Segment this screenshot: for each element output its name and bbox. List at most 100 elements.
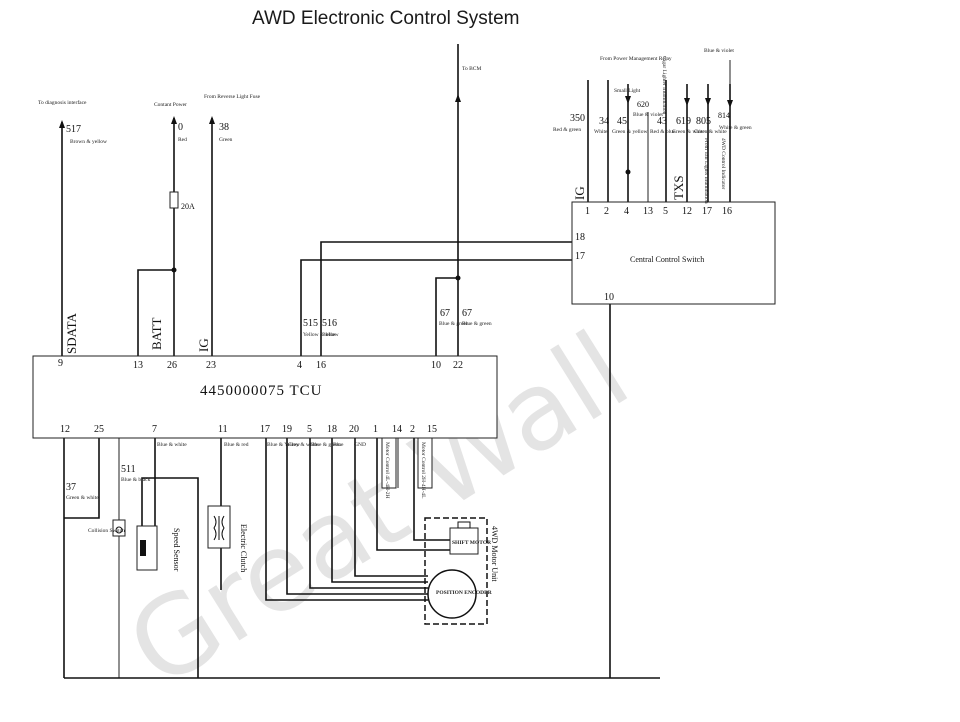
label-p5-color: Blue & green (311, 442, 341, 448)
arrow-805 (705, 98, 711, 106)
label-814-desc: 4WD Control Indicator (720, 138, 726, 189)
label-relay: From Power Management Relay (600, 56, 672, 62)
label-fuse: 20A (181, 202, 195, 211)
label-350-color: Red & green (553, 127, 581, 133)
ccs-pin-name-txs: TXS (671, 175, 686, 200)
label-620-color: Blue & violet (633, 112, 663, 118)
tcu-pin-name-batt: BATT (149, 317, 164, 350)
label-517-color: Brown & yellow (70, 139, 107, 145)
arrow-45 (625, 96, 631, 104)
ccs-pin-2: 2 (604, 206, 609, 217)
label-0: 0 (178, 122, 183, 133)
label-38-color: Green (219, 137, 233, 143)
node-45 (625, 169, 631, 175)
label-805: 805 (696, 116, 711, 127)
tcu-pin-10: 10 (431, 360, 441, 371)
label-p20-color: GND (354, 442, 366, 448)
tcu-pin-7: 7 (152, 424, 157, 435)
tcu-pin-18: 18 (327, 424, 337, 435)
label-34: 34 (599, 116, 609, 127)
ccs-side-pin-17: 17 (575, 251, 585, 262)
tcu-pin-12: 12 (60, 424, 70, 435)
tcu-model: 4450000075 TCU (200, 383, 322, 399)
fuse-20a (169, 191, 179, 209)
label-bv: Blue & violet (704, 48, 734, 54)
arrow-619 (684, 98, 690, 106)
diagram-title: AWD Electronic Control System (252, 8, 519, 29)
arrow-const (171, 116, 177, 124)
ccs-bottom-pin-10: 10 (604, 292, 614, 303)
label-814: 814 (718, 111, 730, 120)
ccs-pin-13: 13 (643, 206, 653, 217)
tcu-pin-15: 15 (427, 424, 437, 435)
label-805-desc: From Tail Lights Illumination (703, 138, 709, 204)
wire-p2 (413, 438, 450, 541)
label-0-color: Red (178, 137, 187, 143)
ccs-pin-1: 1 (585, 206, 590, 217)
tcu-pin-name-ig: IG (196, 338, 211, 352)
label-67b-color: Blue & green (462, 321, 492, 327)
speed-sensor-icon (140, 540, 146, 556)
label-collision: Collision Switch (88, 528, 125, 534)
wire-p20 (354, 438, 428, 577)
label-34-color: White (594, 129, 608, 135)
wire-67a (435, 277, 458, 356)
tcu-pin-13: 13 (133, 360, 143, 371)
ccs-pin-12: 12 (682, 206, 692, 217)
label-515-color: Yellow & blue (303, 332, 336, 338)
arrow-814 (727, 100, 733, 108)
label-511: 511 (121, 464, 136, 475)
tcu-pin-23: 23 (206, 360, 216, 371)
label-p18-color: Blue (333, 442, 344, 448)
tcu-pin-17: 17 (260, 424, 270, 435)
tcu-pin-25: 25 (94, 424, 104, 435)
label-speed: Speed Sensor (172, 528, 181, 572)
label-p11-color: Blue & red (224, 442, 249, 448)
speed-sensor-box (136, 525, 158, 571)
tcu-pin-20: 20 (349, 424, 359, 435)
p1-label-box (381, 437, 397, 489)
tcu-pin-5: 5 (307, 424, 312, 435)
label-43-color: Red & blue (650, 129, 676, 135)
tcu-pin-11: 11 (218, 424, 228, 435)
encoder-circle (427, 569, 477, 619)
label-clutch: Electric Clutch (239, 524, 248, 572)
tcu-pin-14: 14 (392, 424, 402, 435)
label-37-color: Green & white (66, 495, 99, 501)
label-38: 38 (219, 122, 229, 133)
label-511-color: Blue & black (121, 477, 151, 483)
ccs-side-pin-18: 18 (575, 232, 585, 243)
tcu-pin-22: 22 (453, 360, 463, 371)
label-67b: 67 (462, 308, 472, 319)
ccs-pin-4: 4 (624, 206, 629, 217)
ccs-box (571, 201, 776, 305)
wire-516 (320, 241, 572, 356)
label-516: 516 (322, 318, 337, 329)
label-p7-color: Blue & white (157, 442, 187, 448)
wire-p5 (309, 438, 428, 589)
label-350: 350 (570, 113, 585, 124)
tcu-pin-19: 19 (282, 424, 292, 435)
label-516-color: Yellow (323, 332, 339, 338)
label-45: 45 (617, 116, 627, 127)
arrow-diag (59, 120, 65, 128)
wire-511 (141, 477, 199, 678)
collision-switch-icon (115, 526, 123, 534)
ccs-pin-5: 5 (663, 206, 668, 217)
label-p2-color: Motor Control 2H-4H-4L (420, 442, 426, 499)
label-517: 517 (66, 124, 81, 135)
label-515: 515 (303, 318, 318, 329)
tcu-pin-26: 26 (167, 360, 177, 371)
wire-p18 (331, 438, 428, 583)
ccs-pin-name-ig: IG (572, 186, 587, 200)
label-619-color: Green & white (672, 129, 705, 135)
shift-motor-terminal (457, 521, 471, 529)
label-p17-color: Blue & Yellow (267, 442, 300, 448)
label-619: 619 (676, 116, 691, 127)
label-814-color: White & green (719, 125, 752, 131)
wire-batt (137, 269, 174, 356)
wire-515 (300, 259, 572, 356)
tcu-pin-4: 4 (297, 360, 302, 371)
wire-p25 (64, 438, 100, 519)
